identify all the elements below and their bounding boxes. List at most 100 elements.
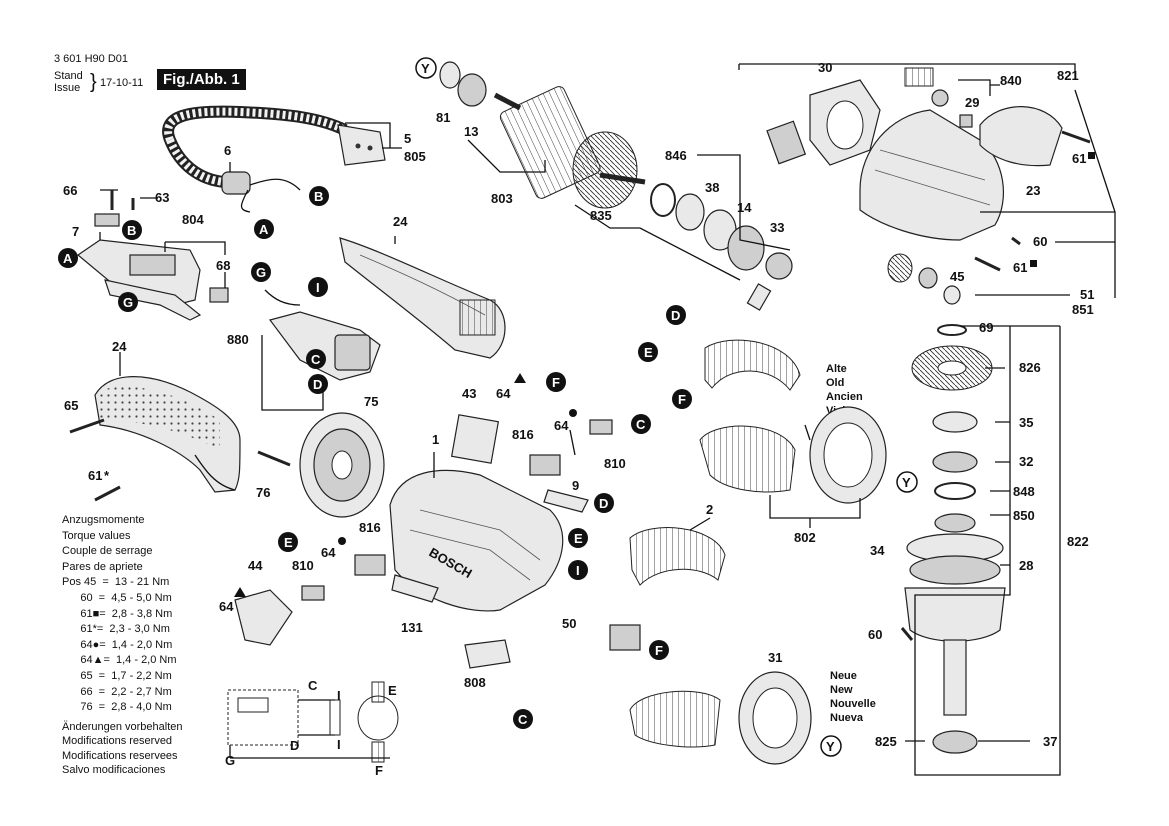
document-number: 3 601 H90 D01 — [54, 53, 128, 65]
note-en: Modifications reserved — [62, 735, 173, 748]
new-label-fr: Nouvelle — [830, 698, 876, 710]
power-cable — [162, 105, 348, 213]
torque-row: Pos 45 = 13 - 21 Nm — [62, 576, 170, 589]
part-number: 24 — [393, 214, 408, 229]
part-number: 850 — [1013, 508, 1035, 523]
marker-i: I — [568, 560, 588, 580]
new-label-en: New — [830, 684, 853, 696]
part-number: 9 — [572, 478, 579, 493]
svg-text:F: F — [552, 375, 560, 390]
part-number: 61 — [88, 468, 102, 483]
torque-row: 60 = 4,5 - 5,0 Nm — [62, 591, 172, 604]
marker-b: B — [122, 220, 142, 240]
new-version-label: Neue New Nouvelle Nueva — [830, 669, 876, 725]
torque-row: 76 = 2,8 - 4,0 Nm — [62, 701, 172, 714]
svg-text:D: D — [599, 496, 608, 511]
svg-text:E: E — [574, 531, 583, 546]
torque-values-table: Anzugsmomente Torque values Couple de se… — [62, 513, 177, 716]
field-coil-new — [629, 527, 812, 765]
switch-module — [77, 213, 229, 321]
svg-text:B: B — [314, 189, 323, 204]
part-number: 816 — [512, 427, 534, 442]
old-label-de: Alte — [826, 363, 847, 375]
svg-text:F: F — [655, 643, 663, 658]
torque-title-fr: Couple de serrage — [62, 545, 153, 558]
part-number: 64 — [321, 545, 336, 560]
svg-text:F: F — [678, 392, 686, 407]
sleeve-851 — [943, 285, 961, 305]
bearing-13 — [457, 73, 487, 107]
spindle-lock-button — [904, 67, 934, 87]
wire-label-f: F — [375, 763, 383, 778]
svg-text:D: D — [313, 377, 322, 392]
part-number: 816 — [359, 520, 381, 535]
marker-i: I — [308, 277, 328, 297]
marker-c: C — [631, 414, 651, 434]
part-number: 35 — [1019, 415, 1033, 430]
new-label-de: Neue — [830, 670, 857, 682]
note-de: Änderungen vorbehalten — [62, 721, 183, 733]
armature — [493, 86, 646, 209]
torque-row: 61*= 2,3 - 3,0 Nm — [62, 623, 170, 636]
part-number: 821 — [1057, 68, 1079, 83]
part-number: 826 — [1019, 360, 1041, 375]
part-number: 13 — [464, 124, 478, 139]
rear-handle — [94, 376, 241, 493]
part-number: 23 — [1026, 183, 1040, 198]
part-number: 880 — [227, 332, 249, 347]
marker-e: E — [278, 532, 298, 552]
part-numbers: 1 2 5 805 6 7 9 13 14 23 24 24 28 29 30 … — [63, 60, 1094, 749]
svg-text:I: I — [576, 563, 580, 578]
svg-text:B: B — [127, 223, 136, 238]
part-number: 851 — [1072, 302, 1094, 317]
marker-g: G — [251, 262, 271, 282]
handle-screws — [69, 418, 121, 502]
part-number: 64 — [554, 418, 569, 433]
connection-markers: Y Y Y B B A A G G I I C C C D D D E E E … — [58, 57, 918, 757]
pin-29 — [959, 114, 973, 128]
part-number: 69 — [979, 320, 993, 335]
svg-text:I: I — [316, 280, 320, 295]
circlip — [650, 183, 676, 217]
part-number: 31 — [768, 650, 782, 665]
wire-label-c: C — [308, 678, 318, 693]
torque-title-en: Torque values — [62, 529, 131, 542]
screw-76 — [257, 450, 291, 467]
part-number: 1 — [432, 432, 439, 447]
new-label-es: Nueva — [830, 712, 864, 724]
nut-33 — [765, 252, 793, 280]
figure-label: Fig./Abb. 1 — [157, 69, 246, 90]
issue-date: 17-10-11 — [100, 77, 144, 89]
part-number: 60 — [868, 627, 882, 642]
svg-text:Y: Y — [826, 739, 835, 754]
torque-row: 66 = 2,2 - 2,7 Nm — [62, 685, 172, 698]
wire-label-e: E — [388, 683, 397, 698]
bearing-32 — [932, 451, 978, 473]
old-label-fr: Ancien — [826, 391, 863, 403]
svg-text:Y: Y — [421, 61, 430, 76]
note-es: Salvo modificaciones — [62, 763, 166, 776]
marker-c: C — [306, 349, 326, 369]
capacitor — [209, 287, 229, 303]
cable-clamp — [94, 213, 120, 227]
torque-row: 64▲= 1,4 - 2,0 Nm — [62, 654, 177, 667]
part-number: 6 — [224, 143, 231, 158]
part-number: 81 — [436, 110, 450, 125]
part-number: 5 — [404, 131, 411, 146]
modifications-notice: Änderungen vorbehalten Modifications res… — [62, 720, 182, 777]
marker-a: A — [254, 219, 274, 239]
handle-cover — [339, 237, 506, 359]
part-number: 64 — [496, 386, 511, 401]
torque-row: 61■= 2,8 - 3,8 Nm — [62, 607, 173, 620]
torque-row: 64●= 1,4 - 2,0 Nm — [62, 638, 173, 651]
svg-text:D: D — [671, 308, 680, 323]
screw-61-mid — [974, 256, 1001, 272]
marker-a: A — [58, 248, 78, 268]
field-coil-old — [699, 339, 887, 504]
bearing-14 — [727, 225, 765, 271]
part-number: 825 — [875, 734, 897, 749]
marker-e: E — [568, 528, 588, 548]
spring-29 — [931, 89, 949, 107]
part-number: 44 — [248, 558, 263, 573]
part-number: 30 — [818, 60, 832, 75]
